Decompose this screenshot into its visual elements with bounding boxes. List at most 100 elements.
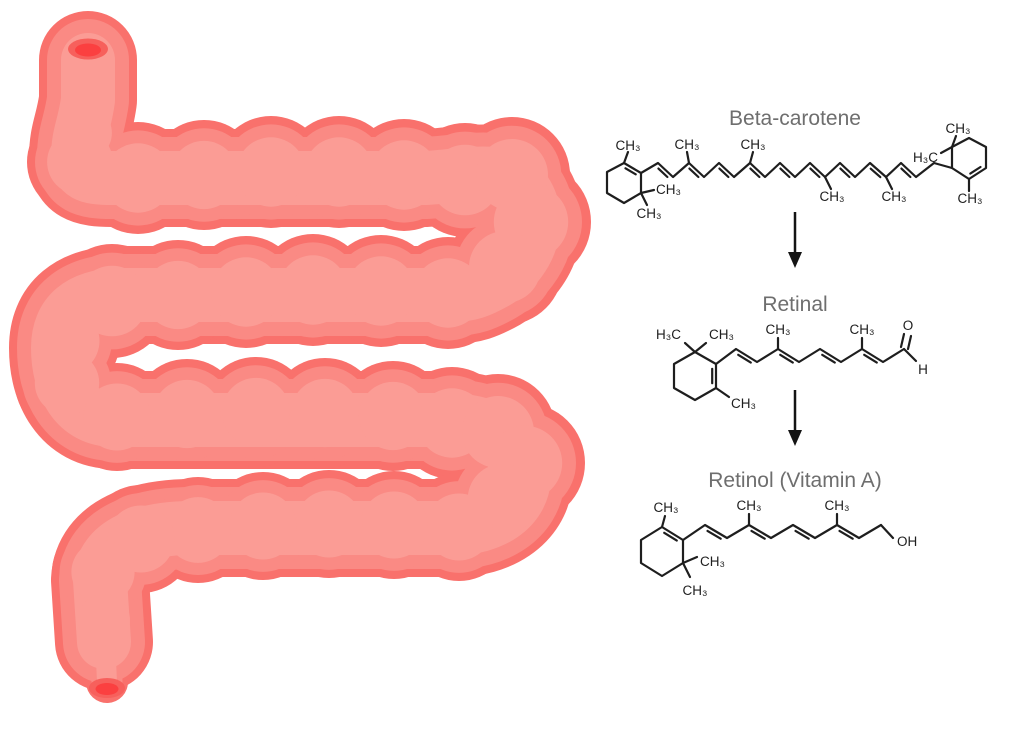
methyl-label: CH₃ [731,396,756,411]
double-bond-inner-line [900,167,912,179]
substituent-bond [823,175,833,191]
substituent-bond [884,175,894,191]
substituent-bond [693,341,708,354]
intestine-bump [469,231,541,303]
double-bond-inner-line [809,167,821,179]
intestine-bump [169,140,239,210]
double-bond-inner-line [779,167,791,179]
intestine-bump [71,540,135,604]
intestine-bump [229,492,297,560]
substituent-bond [879,523,895,540]
intestine-bump [83,383,151,451]
hydrogen-label: H [918,362,928,377]
intestine-bump [360,491,428,559]
intestine-illustration [9,11,591,703]
retinol-structure [639,512,895,579]
methyl-label: CH₃ [737,498,762,513]
down-arrow-icon [788,390,802,446]
retinol-labels: CH₃ CH₃ CH₃ CH₃ CH₃ OH [654,498,918,598]
methyl-label: CH₃ [675,137,700,152]
methyl-label: CH₃ [946,121,971,136]
intestine-bump [34,350,100,416]
down-arrow-icon [788,212,802,268]
double-bond-inner-line [794,529,810,540]
intestine-bump [413,258,483,328]
double-bond-inner-line [750,529,766,540]
double-bond-inner-line [838,529,854,540]
substituent-bond [950,134,958,149]
bottom-opening-hole [95,683,119,695]
substituent-bond [939,145,954,155]
double-bond-inner-line [718,167,730,179]
intestine-bump [425,493,493,561]
double-bond-inner-line [863,353,878,364]
polyene-chain [639,161,954,179]
substituent-bond [685,150,691,165]
retinal-labels: H₃C CH₃ CH₃ CH₃ CH₃ O H [656,318,928,411]
methyl-label: CH₃ [616,138,641,153]
intestine-bump [143,260,213,330]
intestine-bump [358,381,428,451]
substituent-bond [639,191,649,207]
intestine-bump [346,256,416,326]
methyl-label: CH₃ [656,182,681,197]
molecule-title-beta-carotene: Beta-carotene [729,107,861,130]
intestine-bump [304,137,374,207]
methyl-label: CH₃ [850,322,875,337]
substituent-bond [660,514,667,529]
methyl-label: CH₃ [700,554,725,569]
methyl-label: CH₃ [709,327,734,342]
double-bond-inner-line [663,531,678,542]
substituent-bond [622,150,630,165]
intestine-bump [369,140,439,210]
substituent-bond [681,555,699,565]
polyene-chain [681,523,883,542]
intestine-bottom-opening [89,678,125,698]
substituent-bond [902,347,918,363]
intestine-bump [290,378,360,448]
intestine-bump [152,379,222,449]
methyl-label: CH₃ [654,500,679,515]
double-bond-inner-line [779,353,794,364]
methyl-label: CH₃ [683,583,708,598]
pathway-diagram: Beta-carotene CH₃ CH₃ CH₃ CH₃ CH₃ CH₃ CH… [605,107,988,598]
ring-bond [639,525,685,578]
intestine-bump [78,594,130,646]
substituent-bond [748,150,755,165]
molecule-title-retinol: Retinol (Vitamin A) [708,469,882,492]
double-bond-inner-line [749,167,761,179]
retinal-structure [672,332,918,402]
intestine-bump [295,490,363,558]
double-bond-inner-line [839,167,851,179]
methyl-label: CH₃ [820,189,845,204]
double-bond-inner-line [737,353,752,364]
intestine-bump [103,143,173,213]
intestine-highlight-layer [31,33,569,692]
intestine-bump [76,265,148,337]
methyl-label: H₃C [656,327,681,342]
double-bond-inner-line [688,167,700,179]
carbonyl-bond [906,334,913,351]
ring-bond [672,350,718,402]
intestine-bump [221,377,291,447]
intestine-bump [165,497,231,563]
double-bond-inner-line [821,353,836,364]
double-bond-inner-line [869,167,882,179]
intestine-bump [278,255,348,325]
substituent-bond [714,386,731,399]
substituent-bond [681,561,692,579]
double-bond-inner-line [706,529,722,540]
beta-carotene-labels: CH₃ CH₃ CH₃ CH₃ CH₃ CH₃ CH₃ H₃C CH₃ CH₃ [616,121,983,221]
methyl-label: CH₃ [882,189,907,204]
methyl-label: CH₃ [741,137,766,152]
substituent-bond [683,341,697,354]
double-bond-inner-line [657,167,669,179]
ring-bond [950,136,988,181]
substituent-bond [639,188,656,195]
oxygen-label: O [903,318,914,333]
methyl-label: CH₃ [637,206,662,221]
double-bond-inner-line [624,167,637,176]
intestine-bump [236,137,306,207]
